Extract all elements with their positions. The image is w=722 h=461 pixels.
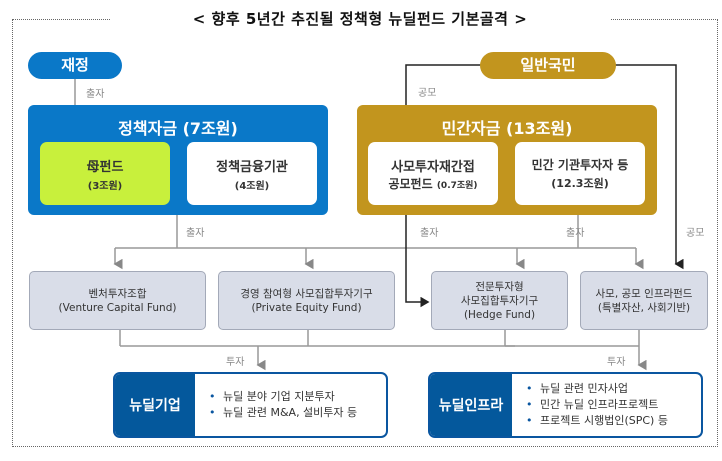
label-investment-2: 투자 [607,357,626,368]
bullet-item: 뉴딜 분야 기업 지분투자 [209,389,357,405]
hedge-fund-name2: 사모집합투자기구 [460,294,539,307]
newdeal-infra-bullets: 뉴딜 관련 민자사업 민간 뉴딜 인프라프로젝트 프로젝트 시행법인(SPC) … [512,374,668,436]
infra-fund-box: 사모, 공모 인프라펀드 (특별자산, 사회기반) [580,271,708,330]
fiscal-source-pill: 재정 [28,52,122,79]
policy-finance-institution-box: 정책금융기관 (4조원) [187,142,317,205]
label-public-offer-1: 공모 [418,88,437,99]
newdeal-company-bullets: 뉴딜 분야 기업 지분투자 뉴딜 관련 M&A, 설비투자 등 [195,374,357,436]
label-invest-private-2: 출자 [566,228,585,239]
fund-of-funds-name2: 공모펀드 [388,176,433,191]
bullet-item: 뉴딜 관련 M&A, 설비투자 등 [209,405,357,421]
vc-fund-box: 벤처투자조합 (Venture Capital Fund) [29,271,206,330]
private-institution-amount: (12.3조원) [551,177,609,190]
public-source-pill: 일반국민 [480,52,616,79]
newdeal-company-title: 뉴딜기업 [115,374,195,436]
policy-finance-institution-amount: (4조원) [234,180,270,192]
newdeal-company-box: 뉴딜기업 뉴딜 분야 기업 지분투자 뉴딜 관련 M&A, 설비투자 등 [113,372,388,438]
arrow-private-to-hedge [405,214,430,308]
private-fund-title: 민간자금 (13조원) [441,119,573,138]
hedge-fund-box: 전문투자형 사모집합투자기구 (Hedge Fund) [431,271,568,330]
newdeal-infra-box: 뉴딜인프라 뉴딜 관련 민자사업 민간 뉴딜 인프라프로젝트 프로젝트 시행법인… [428,372,703,438]
mother-fund-box: 母펀드 (3조원) [40,142,170,205]
label-public-offer-2: 공모 [686,228,705,239]
mother-fund-amount: (3조원) [87,180,123,192]
infra-fund-name: 사모, 공모 인프라펀드 [595,287,693,300]
fund-of-funds-name: 사모투자재간접 [391,159,475,175]
vc-fund-english: (Venture Capital Fund) [58,301,177,314]
pe-fund-name: 경영 참여형 사모집합투자기구 [240,287,373,300]
pe-fund-box: 경영 참여형 사모집합투자기구 (Private Equity Fund) [218,271,395,330]
infra-fund-type: (특별자산, 사회기반) [597,301,691,314]
arrow-public-to-infra [614,64,684,270]
mother-fund-name: 母펀드 [86,159,124,175]
label-investment-1: 투자 [226,357,245,368]
bullet-item: 뉴딜 관련 민자사업 [526,381,668,397]
fund-of-funds-box: 사모투자재간접 공모펀드 (0.7조원) [368,142,498,205]
label-invest-fiscal: 출자 [86,89,105,100]
arrow-public-to-private [404,64,482,130]
private-institution-box: 민간 기관투자자 등 (12.3조원) [515,142,645,205]
fund-of-funds-amount: (0.7조원) [436,180,478,191]
hedge-fund-english: (Hedge Fund) [463,308,536,321]
label-invest-policy: 출자 [186,228,205,239]
pe-fund-english: (Private Equity Fund) [251,301,362,314]
bullet-item: 민간 뉴딜 인프라프로젝트 [526,397,668,413]
diagram-title: < 향후 5년간 추진될 정책형 뉴딜펀드 기본골격 > [110,6,610,32]
vc-fund-name: 벤처투자조합 [88,287,147,300]
policy-fund-title: 정책자금 (7조원) [118,119,238,138]
bullet-item: 프로젝트 시행법인(SPC) 등 [526,413,668,429]
private-institution-name: 민간 기관투자자 등 [531,158,629,172]
policy-finance-institution-name: 정책금융기관 [216,159,288,175]
newdeal-infra-title: 뉴딜인프라 [430,374,512,436]
label-invest-private-1: 출자 [420,228,439,239]
hedge-fund-name: 전문투자형 [475,280,524,293]
